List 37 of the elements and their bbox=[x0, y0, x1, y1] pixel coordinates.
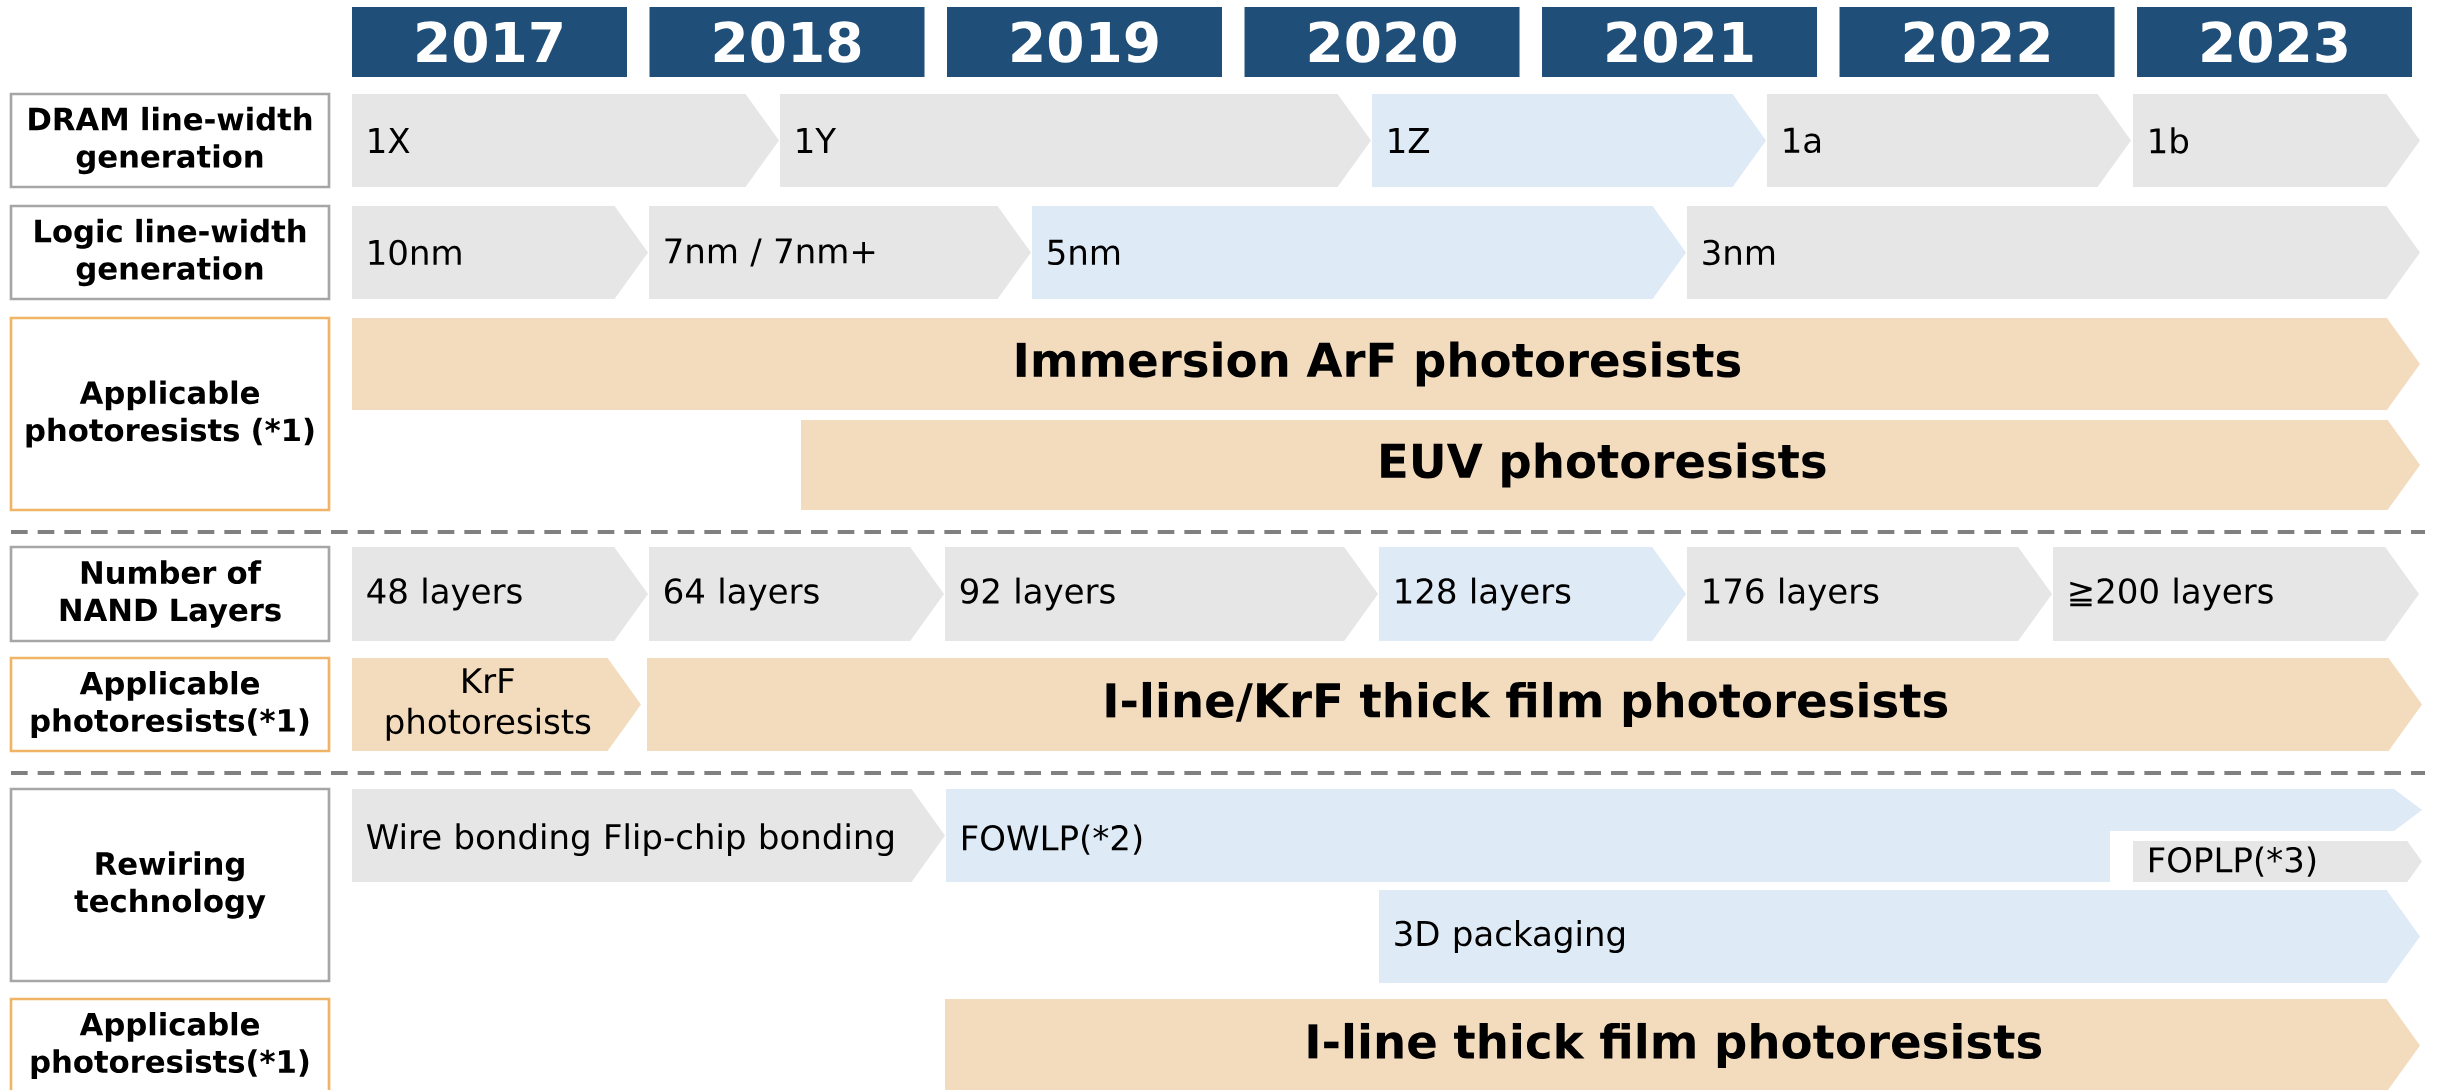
chevron-band: 48 layers bbox=[352, 547, 648, 641]
row-label-box: DRAM line-width generation bbox=[9, 92, 331, 189]
chevron-band: 1X bbox=[352, 94, 779, 187]
chevron-band: 1Z bbox=[1372, 94, 1766, 187]
row-label-box: Applicable photoresists(*1) bbox=[9, 997, 331, 1090]
year-header: 2021 bbox=[1542, 7, 1817, 77]
chevron-band: 5nm bbox=[1032, 206, 1686, 299]
row-label-box: Applicable photoresists(*1) bbox=[9, 656, 331, 753]
chevron-band: EUV photoresists bbox=[801, 420, 2420, 510]
chevron-band: 1a bbox=[1767, 94, 2131, 187]
chevron-band: ≧200 layers bbox=[2053, 547, 2420, 641]
chevron-band: 3D packaging bbox=[1379, 890, 2420, 983]
chevron-band: 176 layers bbox=[1687, 547, 2052, 641]
chevron-band: FOPLP(*3) bbox=[2133, 841, 2422, 882]
row-label-box: Rewiring technology bbox=[9, 787, 331, 983]
row-label-box: Number of NAND Layers bbox=[9, 545, 331, 643]
chevron-band: 1b bbox=[2133, 94, 2420, 187]
chevron-band: Immersion ArF photoresists bbox=[352, 318, 2420, 410]
year-header: 2017 bbox=[352, 7, 627, 77]
chevron-band: I-line/KrF thick film photoresists bbox=[647, 658, 2422, 751]
chevron-band: 3nm bbox=[1687, 206, 2420, 299]
year-header: 2019 bbox=[947, 7, 1222, 77]
year-header: 2022 bbox=[1839, 7, 2115, 77]
chevron-band: 1Y bbox=[780, 94, 1371, 187]
year-header: 2023 bbox=[2137, 7, 2412, 77]
year-header: 2020 bbox=[1244, 7, 1520, 77]
chevron-band: 128 layers bbox=[1379, 547, 1686, 641]
chevron-band: 7nm / 7nm+ bbox=[649, 206, 1031, 299]
chevron-band: 92 layers bbox=[945, 547, 1378, 641]
year-header: 2018 bbox=[649, 7, 925, 77]
row-label-box: Applicable photoresists (*1) bbox=[9, 316, 331, 512]
chevron-band: Wire bonding Flip-chip bonding bbox=[352, 789, 945, 882]
chevron-band: 10nm bbox=[352, 206, 648, 299]
chevron-band: 64 layers bbox=[649, 547, 944, 641]
row-label-box: Logic line-width generation bbox=[9, 204, 331, 301]
chevron-band: I-line thick film photoresists bbox=[945, 999, 2420, 1090]
chevron-band: KrF photoresists bbox=[352, 658, 641, 751]
